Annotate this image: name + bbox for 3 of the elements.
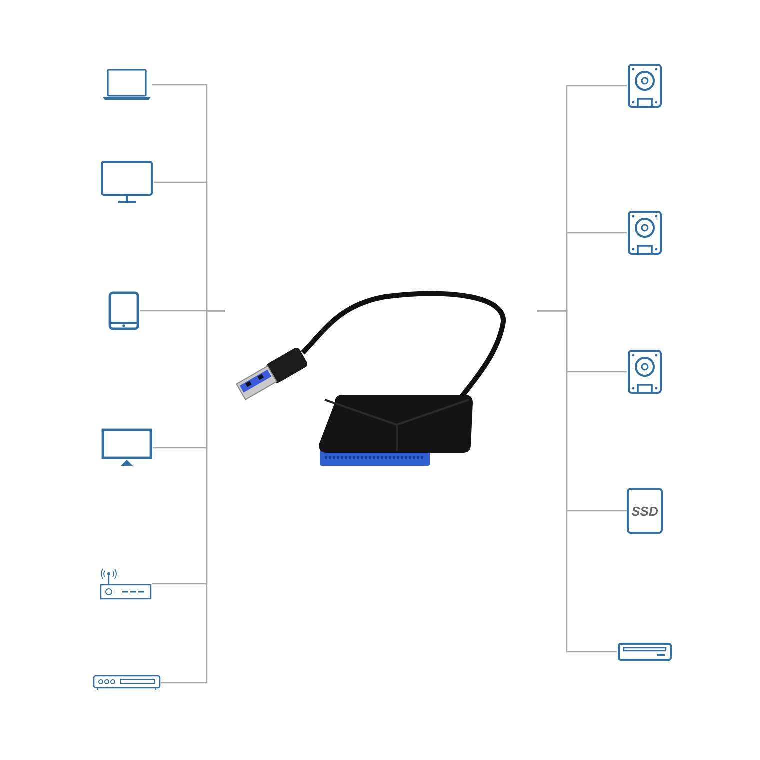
connector-line — [537, 310, 617, 653]
connector-line — [161, 310, 225, 684]
drive-label: SSD — [632, 504, 658, 518]
